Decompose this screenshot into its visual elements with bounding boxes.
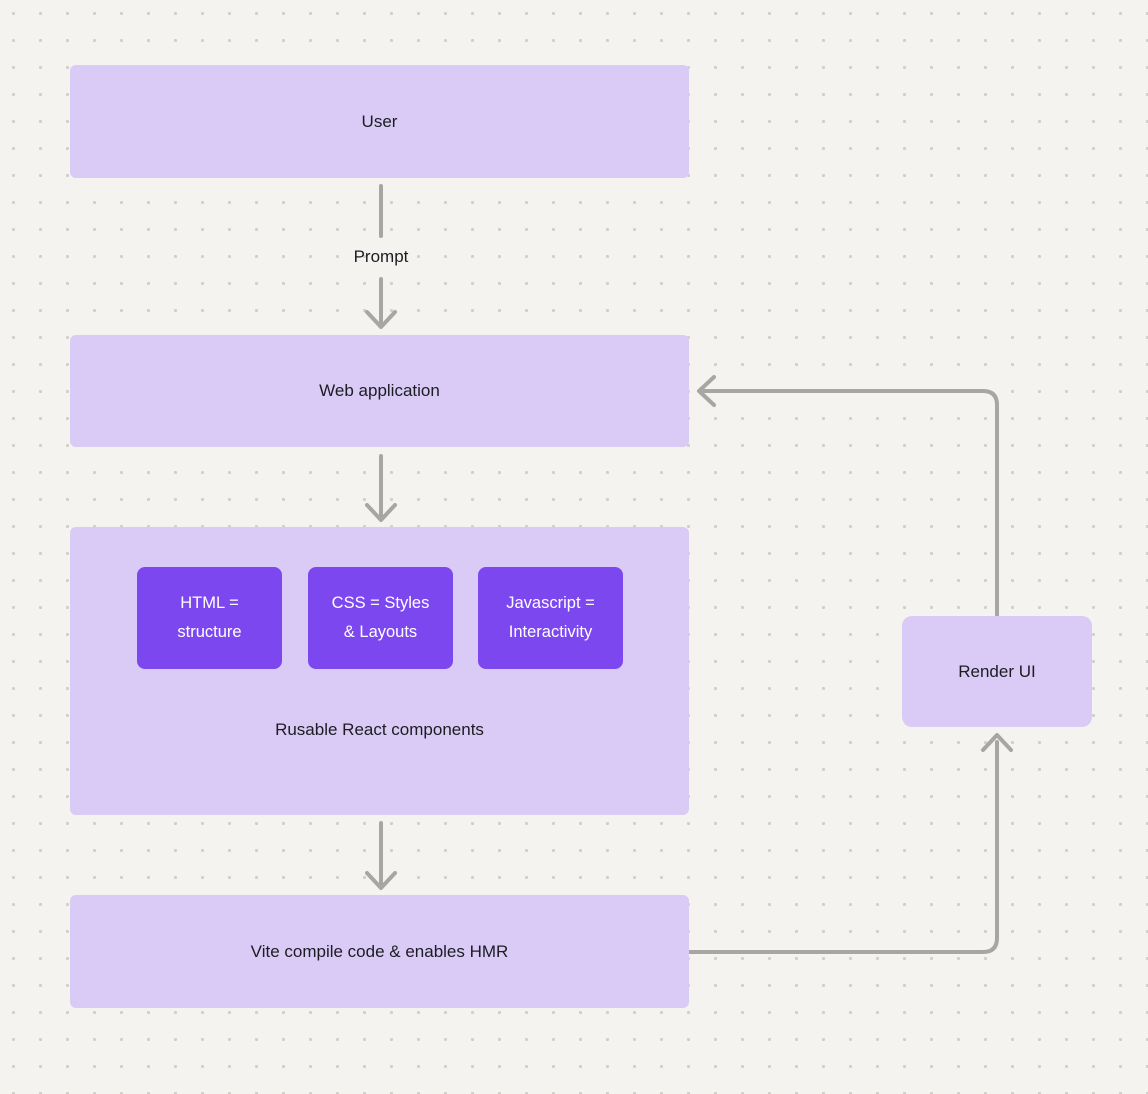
web-application-node-label: Web application (319, 381, 440, 400)
render-to-web-arrow (697, 375, 999, 618)
vite-node[interactable]: Vite compile code & enables HMR (70, 895, 689, 1008)
prompt-arrow-label: Prompt (353, 247, 409, 266)
user-node-label: User (361, 111, 398, 131)
components-group-caption: Rusable React components (275, 720, 484, 739)
render-ui-node-label: Render UI (958, 661, 1036, 681)
html-structure-chip[interactable]: HTML = structure (137, 567, 282, 669)
html-structure-chip-label: HTML = structure (177, 594, 242, 641)
css-styles-chip[interactable]: CSS = Styles & Layouts (308, 567, 453, 669)
vite-to-render-arrow (688, 733, 1013, 954)
user-node[interactable]: User (70, 65, 689, 178)
render-ui-node[interactable]: Render UI (902, 616, 1092, 727)
web-application-node[interactable]: Web application (70, 335, 689, 447)
css-styles-chip-label: CSS = Styles & Layouts (331, 594, 430, 641)
web-to-components-arrow (365, 454, 397, 522)
javascript-interactivity-chip[interactable]: Javascript = Interactivity (478, 567, 623, 669)
javascript-interactivity-chip-label: Javascript = Interactivity (506, 594, 595, 641)
prompt-arrow (365, 277, 397, 329)
vite-node-label: Vite compile code & enables HMR (250, 941, 509, 961)
components-to-vite-arrow (365, 821, 397, 890)
